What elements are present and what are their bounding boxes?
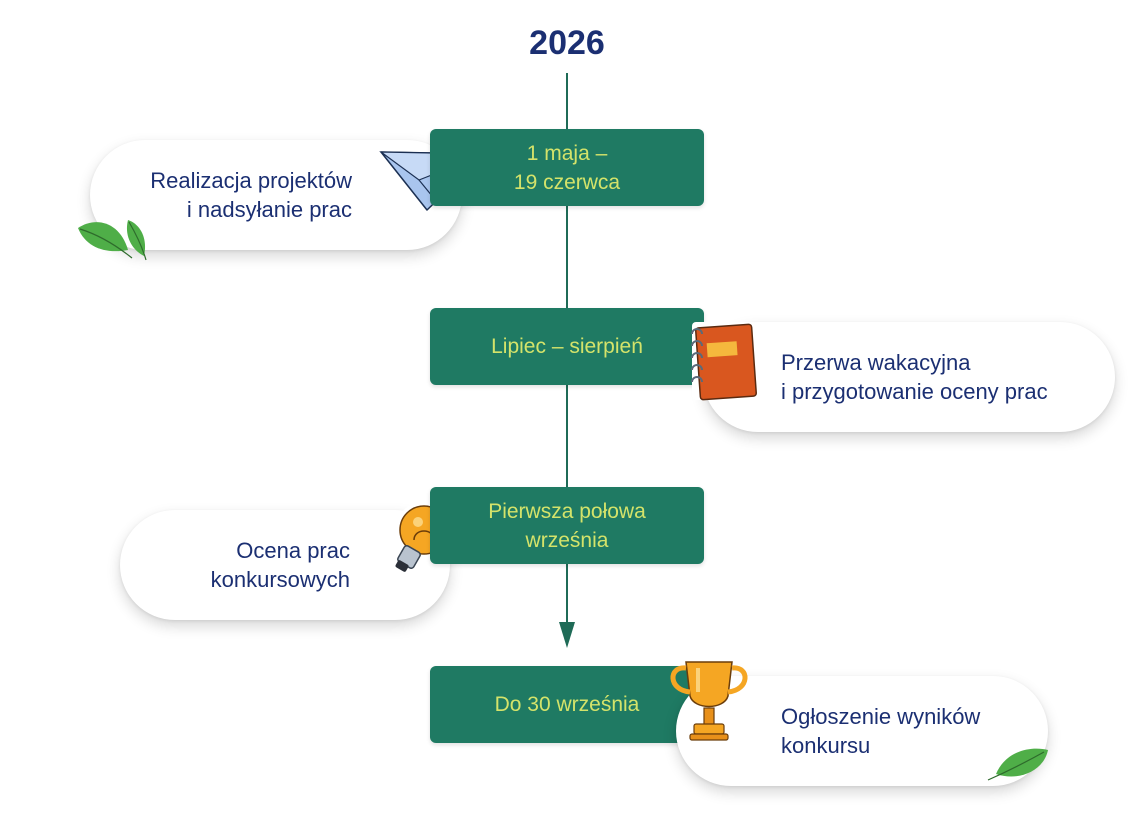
step-4-date-box: Do 30 września <box>430 666 704 743</box>
step-1-description: Realizacja projektów i nadsyłanie prac <box>150 168 352 222</box>
step-2-date-box: Lipiec – sierpień <box>430 308 704 385</box>
trophy-icon <box>670 661 748 741</box>
step-4-card: Ogłoszenie wyników konkursu <box>676 676 1048 786</box>
step-4-description: Ogłoszenie wyników konkursu <box>781 704 981 758</box>
timeline-year: 2026 <box>529 24 605 62</box>
step-2-date: Lipiec – sierpień <box>491 335 643 358</box>
step-2-card: Przerwa wakacyjna i przygotowanie oceny … <box>703 322 1115 432</box>
step-2-description: Przerwa wakacyjna i przygotowanie oceny … <box>781 350 1048 404</box>
arrow-head-icon <box>559 622 575 648</box>
step-1-date: 1 maja – 19 czerwca <box>513 141 621 194</box>
step-3-date: Pierwsza połowa września <box>488 499 646 552</box>
notebook-icon <box>691 322 757 401</box>
step-3-date-box: Pierwsza połowa września <box>430 487 704 564</box>
step-4-date: Do 30 września <box>494 693 640 716</box>
step-3-description: Ocena prac konkursowych <box>210 538 350 592</box>
step-1-date-box: 1 maja – 19 czerwca <box>430 129 704 206</box>
leaf-decoration-icon <box>78 220 147 261</box>
leaf-decoration-icon <box>987 748 1048 781</box>
